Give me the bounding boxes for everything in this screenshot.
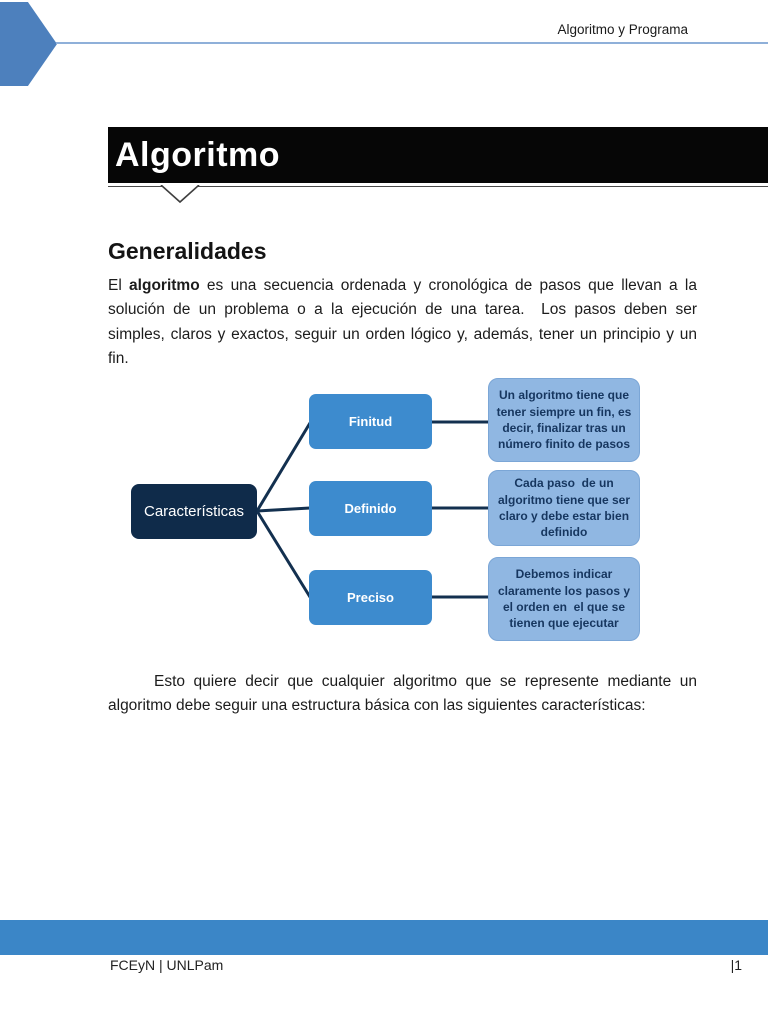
intro-bold-term: algoritmo [129,277,200,294]
running-header-title: Algoritmo y Programa [557,22,688,37]
intro-text-prefix: El [108,277,130,294]
chapter-title-banner: Algoritmo [108,127,768,183]
chapter-title: Algoritmo [115,135,281,174]
footer-institution: FCEyN | UNLPam [110,957,224,973]
section-heading: Generalidades [108,238,267,264]
header-rule [56,42,768,44]
diagram-node-preciso: Preciso [309,570,432,625]
diagram-description-preciso: Debemos indicar claramente los pasos y e… [488,557,640,641]
banner-pointer-icon [160,185,200,204]
page-number: |1 [730,957,742,973]
intro-text-rest: es una secuencia ordenada y cronológica … [108,277,697,367]
diagram-description-finitud: Un algoritmo tiene que tener siempre un … [488,378,640,462]
closing-paragraph: Esto quiere decir que cualquier algoritm… [108,673,697,715]
intro-paragraph: El algoritmo es una secuencia ordenada y… [108,274,697,371]
diagram-description-definido: Cada paso de un algoritmo tiene que ser … [488,470,640,546]
footer-bar [0,920,768,955]
diagram-node-finitud: Finitud [309,394,432,449]
banner-underline [108,186,768,187]
header-pentagon-accent [0,2,57,86]
diagram-root-node: Características [131,484,257,539]
diagram-node-definido: Definido [309,481,432,536]
